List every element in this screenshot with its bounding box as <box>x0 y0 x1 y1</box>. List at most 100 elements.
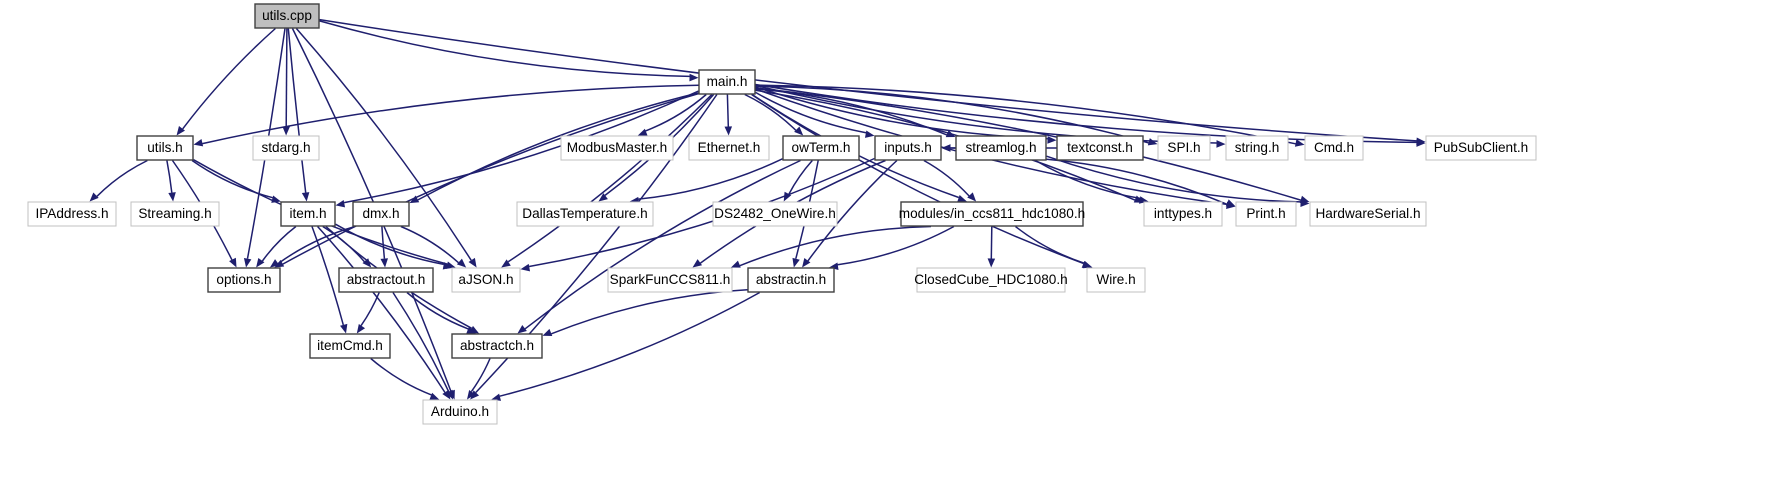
arrowhead-utils-cpp-to-item-h <box>301 192 310 202</box>
node-hardwareserial-h[interactable]: HardwareSerial.h <box>1309 201 1427 227</box>
edge-streamlog-h-to-hardwareserial-h <box>1046 155 1301 203</box>
arrowhead-modules-in-ccs811-hdc1080-h-to-abstractin-h <box>829 262 839 271</box>
node-box-inttypes-h[interactable] <box>1143 201 1223 227</box>
node-print-h[interactable]: Print.h <box>1235 201 1297 227</box>
node-box-abstractch-h[interactable] <box>451 333 543 359</box>
node-label-modbusmaster-h: ModbusMaster.h <box>567 140 668 155</box>
arrowhead-textconst-h-to-inputs-h <box>941 144 951 152</box>
node-textconst-h[interactable]: textconst.h <box>1056 135 1144 161</box>
node-box-item-h[interactable] <box>280 201 336 227</box>
node-pubsubclient-h[interactable]: PubSubClient.h <box>1425 135 1537 161</box>
node-abstractout-h[interactable]: abstractout.h <box>338 267 434 293</box>
node-box-options-h[interactable] <box>207 267 281 293</box>
node-box-modbusmaster-h[interactable] <box>560 135 674 161</box>
node-itemcmd-h[interactable]: itemCmd.h <box>309 333 391 359</box>
node-box-main-h[interactable] <box>698 69 756 95</box>
node-box-spi-h[interactable] <box>1157 135 1211 161</box>
node-label-spi-h: SPI.h <box>1167 140 1200 155</box>
node-box-arduino-h[interactable] <box>422 399 498 425</box>
arrowhead-abstractin-h-to-abstractch-h <box>542 328 553 336</box>
node-options-h[interactable]: options.h <box>207 267 281 293</box>
node-label-hardwareserial-h: HardwareSerial.h <box>1315 206 1420 221</box>
node-main-h[interactable]: main.h <box>698 69 756 95</box>
arrowhead-utils-h-to-ipaddress-h <box>89 192 99 202</box>
arrowhead-inputs-h-to-sparkfunccs811-h <box>692 259 703 268</box>
node-owterm-h[interactable]: owTerm.h <box>782 135 860 161</box>
node-dallastemperature-h[interactable]: DallasTemperature.h <box>516 201 654 227</box>
node-ethernet-h[interactable]: Ethernet.h <box>688 135 770 161</box>
arrowhead-inputs-h-to-modules-in-ccs811-hdc1080-h <box>967 192 977 202</box>
node-utils-h[interactable]: utils.h <box>136 135 194 161</box>
edge-utils-cpp-to-stdarg-h <box>285 28 288 127</box>
node-inputs-h[interactable]: inputs.h <box>874 135 942 161</box>
arrowhead-utils-cpp-to-utils-h <box>176 126 186 136</box>
node-label-wire-h: Wire.h <box>1096 272 1135 287</box>
node-box-cmd-h[interactable] <box>1304 135 1364 161</box>
arrowhead-utils-h-to-options-h <box>229 257 237 268</box>
node-box-print-h[interactable] <box>1235 201 1297 227</box>
arrowhead-abstractout-h-to-itemcmd-h <box>356 323 366 334</box>
node-label-stdarg-h: stdarg.h <box>261 140 310 155</box>
edge-item-h-to-options-h <box>261 225 297 262</box>
node-box-utils-cpp[interactable] <box>254 3 320 29</box>
arrowhead-utils-cpp-to-options-h <box>243 257 252 268</box>
node-box-textconst-h[interactable] <box>1056 135 1144 161</box>
node-box-streamlog-h[interactable] <box>955 135 1047 161</box>
node-ds2482-onewire-h[interactable]: DS2482_OneWire.h <box>712 201 838 227</box>
node-box-ajson-h[interactable] <box>451 267 521 293</box>
node-label-pubsubclient-h: PubSubClient.h <box>1434 140 1528 155</box>
node-utils-cpp[interactable]: utils.cpp <box>254 3 320 29</box>
node-item-h[interactable]: item.h <box>280 201 336 227</box>
node-box-ethernet-h[interactable] <box>688 135 770 161</box>
node-closedcube-hdc1080-h[interactable]: ClosedCube_HDC1080.h <box>914 267 1068 293</box>
node-spi-h[interactable]: SPI.h <box>1157 135 1211 161</box>
node-box-string-h[interactable] <box>1225 135 1289 161</box>
node-string-h[interactable]: string.h <box>1225 135 1289 161</box>
node-streaming-h[interactable]: Streaming.h <box>130 201 220 227</box>
node-dmx-h[interactable]: dmx.h <box>352 201 410 227</box>
node-box-ipaddress-h[interactable] <box>27 201 117 227</box>
node-streamlog-h[interactable]: streamlog.h <box>955 135 1047 161</box>
node-label-print-h: Print.h <box>1246 206 1285 221</box>
arrowhead-item-h-to-ajson-h <box>442 262 453 270</box>
node-box-closedcube-hdc1080-h[interactable] <box>916 267 1066 293</box>
node-box-inputs-h[interactable] <box>874 135 942 161</box>
node-abstractch-h[interactable]: abstractch.h <box>451 333 543 359</box>
node-inttypes-h[interactable]: inttypes.h <box>1143 201 1223 227</box>
node-box-stdarg-h[interactable] <box>252 135 320 161</box>
edge-itemcmd-h-to-arduino-h <box>370 357 432 396</box>
node-layer: utils.cpp main.h utils.h stdarg.h ModbusMast… <box>27 3 1537 425</box>
node-sparkfunccs811-h[interactable]: SparkFunCCS811.h <box>607 267 733 293</box>
node-box-owterm-h[interactable] <box>782 135 860 161</box>
node-box-utils-h[interactable] <box>136 135 194 161</box>
edge-utils-cpp-to-item-h <box>287 28 307 193</box>
node-box-wire-h[interactable] <box>1086 267 1146 293</box>
node-wire-h[interactable]: Wire.h <box>1086 267 1146 293</box>
node-modules-in-ccs811-hdc1080-h[interactable]: modules/in_ccs811_hdc1080.h <box>899 201 1085 227</box>
node-box-ds2482-onewire-h[interactable] <box>712 201 838 227</box>
node-box-modules-in-ccs811-hdc1080-h[interactable] <box>900 201 1084 227</box>
node-box-abstractin-h[interactable] <box>747 267 835 293</box>
edge-main-h-to-ethernet-h <box>726 94 730 127</box>
node-box-dmx-h[interactable] <box>352 201 410 227</box>
node-label-textconst-h: textconst.h <box>1067 140 1133 155</box>
edge-dmx-h-to-options-h <box>277 225 356 265</box>
node-abstractin-h[interactable]: abstractin.h <box>747 267 835 293</box>
node-stdarg-h[interactable]: stdarg.h <box>252 135 320 161</box>
node-box-pubsubclient-h[interactable] <box>1425 135 1537 161</box>
node-box-sparkfunccs811-h[interactable] <box>607 267 733 293</box>
arrowhead-abstractout-h-to-arduino-h <box>445 389 453 400</box>
node-cmd-h[interactable]: Cmd.h <box>1304 135 1364 161</box>
edge-main-h-to-cmd-h <box>755 84 1296 145</box>
arrowhead-main-h-to-string-h <box>1216 140 1226 148</box>
node-ajson-h[interactable]: aJSON.h <box>451 267 521 293</box>
node-box-streaming-h[interactable] <box>130 201 220 227</box>
node-box-dallastemperature-h[interactable] <box>516 201 654 227</box>
node-ipaddress-h[interactable]: IPAddress.h <box>27 201 117 227</box>
node-box-itemcmd-h[interactable] <box>309 333 391 359</box>
node-box-abstractout-h[interactable] <box>338 267 434 293</box>
node-arduino-h[interactable]: Arduino.h <box>422 399 498 425</box>
node-box-hardwareserial-h[interactable] <box>1309 201 1427 227</box>
arrowhead-owterm-h-to-abstractin-h <box>792 257 800 268</box>
node-modbusmaster-h[interactable]: ModbusMaster.h <box>560 135 674 161</box>
